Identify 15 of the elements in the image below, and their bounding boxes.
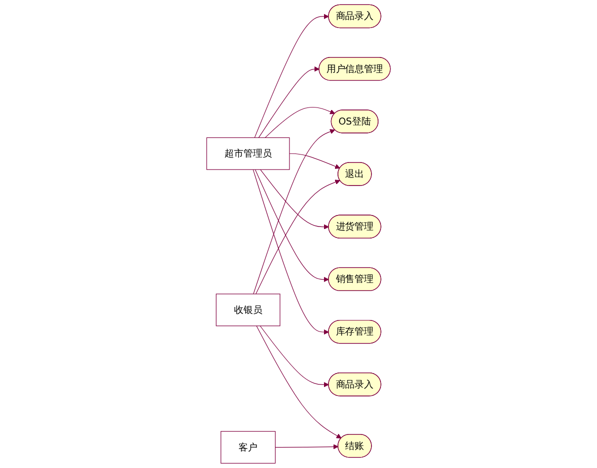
arrow	[253, 129, 336, 294]
arrow	[254, 14, 329, 138]
arrow	[260, 326, 329, 388]
node-box: 超市管理员	[206, 137, 290, 170]
arrow	[252, 169, 329, 335]
arrow	[260, 169, 329, 230]
arrow	[256, 326, 342, 438]
node-box: 客户	[220, 431, 276, 464]
arrow	[254, 169, 329, 282]
arrow	[289, 153, 340, 169]
arrow	[264, 106, 336, 138]
node-box: 收银员	[216, 294, 280, 326]
arrow	[256, 180, 340, 294]
arrow	[274, 444, 338, 450]
arrow	[258, 66, 320, 138]
